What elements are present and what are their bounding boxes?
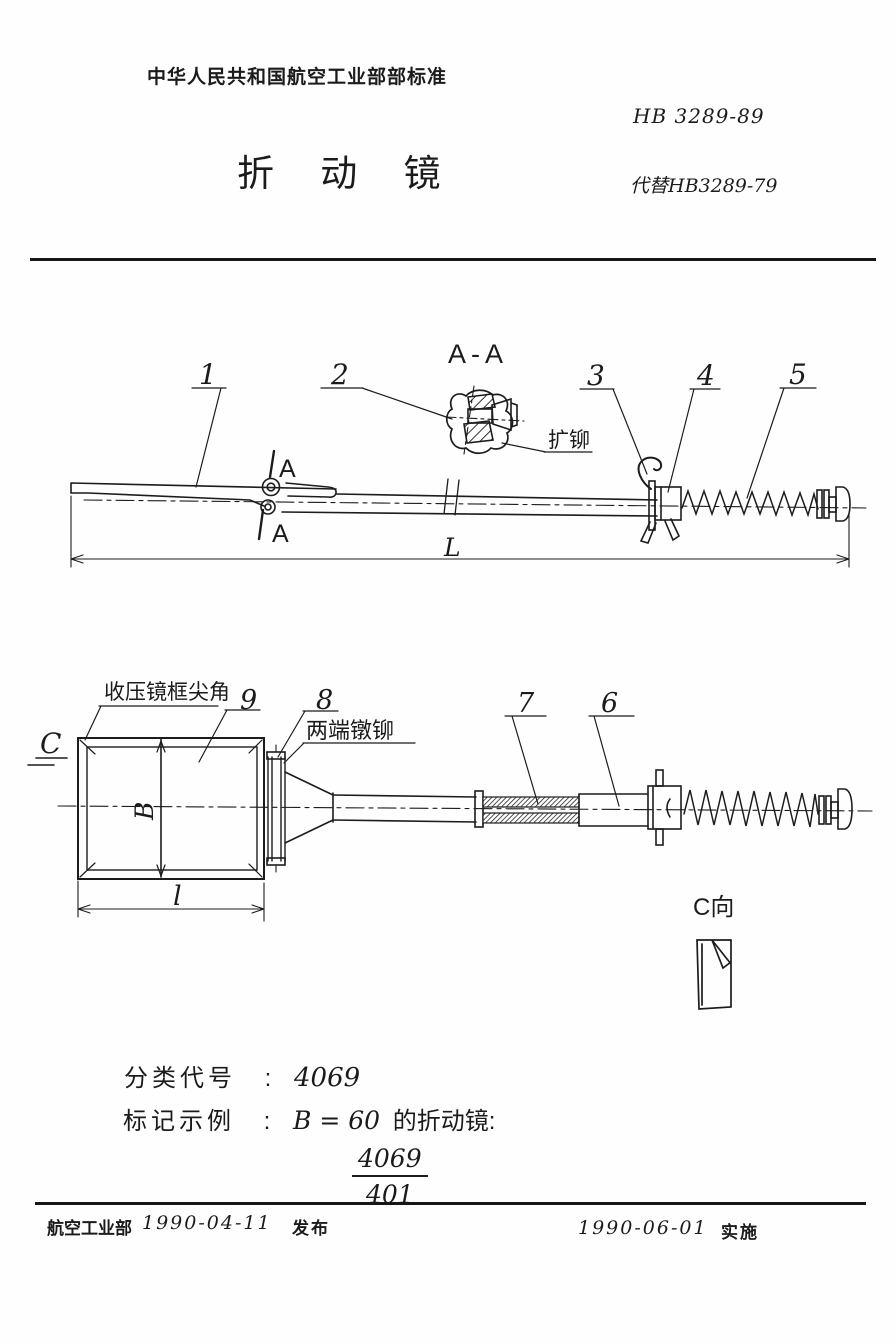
slide-block	[654, 486, 682, 521]
section-view-title: A-A	[448, 339, 508, 369]
section-aa-view	[445, 385, 525, 455]
part-leader-lines	[191, 387, 817, 499]
length-dimension	[70, 495, 850, 568]
footer-issue-action: 发布	[292, 1219, 330, 1238]
footer-implement-date: 1990-06-01	[578, 1217, 708, 1239]
footer-issuer: 航空工业部	[47, 1219, 132, 1238]
drawing2-centerline	[57, 805, 873, 812]
part-label-1: 1	[199, 358, 217, 391]
view-c-letter: C	[40, 727, 61, 760]
footer-implement-action: 实施	[721, 1223, 759, 1242]
end-knob	[816, 486, 851, 522]
hinge-joint	[260, 477, 281, 515]
view-c-detail-label: C向	[693, 894, 734, 921]
classification-label: 分类代号	[124, 1065, 236, 1092]
rivet-note-leader	[501, 442, 593, 453]
end-knob-2	[818, 788, 853, 830]
retaining-hook	[637, 456, 663, 490]
hatched-sleeve	[482, 793, 580, 827]
part-label-3: 3	[587, 359, 605, 392]
marking-example-row: 标记示例 : B = 60 的折动镜:	[123, 1101, 495, 1136]
frame-funnel	[284, 771, 334, 844]
footer-divider-rule	[35, 1202, 866, 1205]
marking-example-suffix: 的折动镜:	[392, 1108, 496, 1135]
mirror-frame-inner	[86, 746, 258, 871]
footer-issue-date: 1990-04-11	[142, 1212, 272, 1234]
corner-note: 收压镜框尖角	[104, 681, 230, 704]
standard-org-title: 中华人民共和国航空工业部部标准	[147, 67, 448, 88]
cut-letter-bottom: A	[272, 520, 289, 548]
marking-example-value: B = 60	[293, 1106, 381, 1135]
rod-break-marks	[443, 478, 460, 516]
part-label-4: 4	[696, 359, 715, 392]
ends-rivet-note: 两端镦铆	[306, 718, 394, 743]
lower-tabs	[639, 518, 681, 544]
marking-example-colon: :	[263, 1108, 271, 1135]
view-c-arrow	[27, 757, 68, 766]
width-dimension	[156, 738, 166, 878]
fraction-numerator: 4069	[352, 1144, 428, 1177]
part-label-5: 5	[789, 358, 807, 391]
rivet-strip	[266, 744, 286, 873]
mirror-plate	[70, 482, 337, 507]
standard-code: HB 3289-89	[633, 104, 765, 128]
width-dim-label: B	[130, 802, 159, 821]
outer-tube	[332, 794, 477, 823]
drawing1-centerline	[83, 499, 867, 509]
coil-spring	[681, 488, 819, 518]
classification-colon: :	[264, 1065, 272, 1092]
part-label-9: 9	[240, 685, 257, 716]
part-label-6: 6	[601, 688, 618, 719]
coil-spring-2	[683, 789, 819, 828]
part-leader-lines-2	[84, 705, 635, 807]
replaces-note: 代替HB3289-79	[630, 175, 778, 197]
cut-letter-top: A	[279, 455, 296, 483]
length-dim-label: L	[443, 533, 461, 562]
hinge-clamp-bar	[285, 482, 337, 498]
frame-length-dimension	[77, 880, 265, 922]
frame-length-dim-label: l	[173, 881, 182, 912]
drawing1-side-view	[70, 385, 867, 568]
rivet-note: 扩铆	[548, 429, 590, 452]
part-label-8: 8	[316, 685, 333, 716]
view-c-detail-shape	[696, 939, 732, 1010]
guide-block	[647, 769, 682, 846]
drawing2-front-view	[27, 705, 873, 1010]
part-label-2: 2	[330, 358, 349, 391]
marking-example-label: 标记示例	[123, 1108, 235, 1135]
designation-fraction: 4069 401	[352, 1144, 428, 1209]
frame-corner-chamfers	[79, 739, 263, 878]
document-title: 折 动 镜	[237, 153, 443, 194]
inner-rod	[578, 793, 649, 827]
header-divider-rule	[30, 258, 876, 261]
classification-row: 分类代号 : 4069	[124, 1058, 360, 1093]
mirror-rod	[281, 493, 658, 517]
tube-flange	[474, 790, 484, 828]
mirror-frame-outer	[77, 737, 265, 880]
section-cut-marks	[257, 449, 276, 541]
part-label-7: 7	[517, 688, 535, 719]
classification-value: 4069	[294, 1063, 361, 1093]
